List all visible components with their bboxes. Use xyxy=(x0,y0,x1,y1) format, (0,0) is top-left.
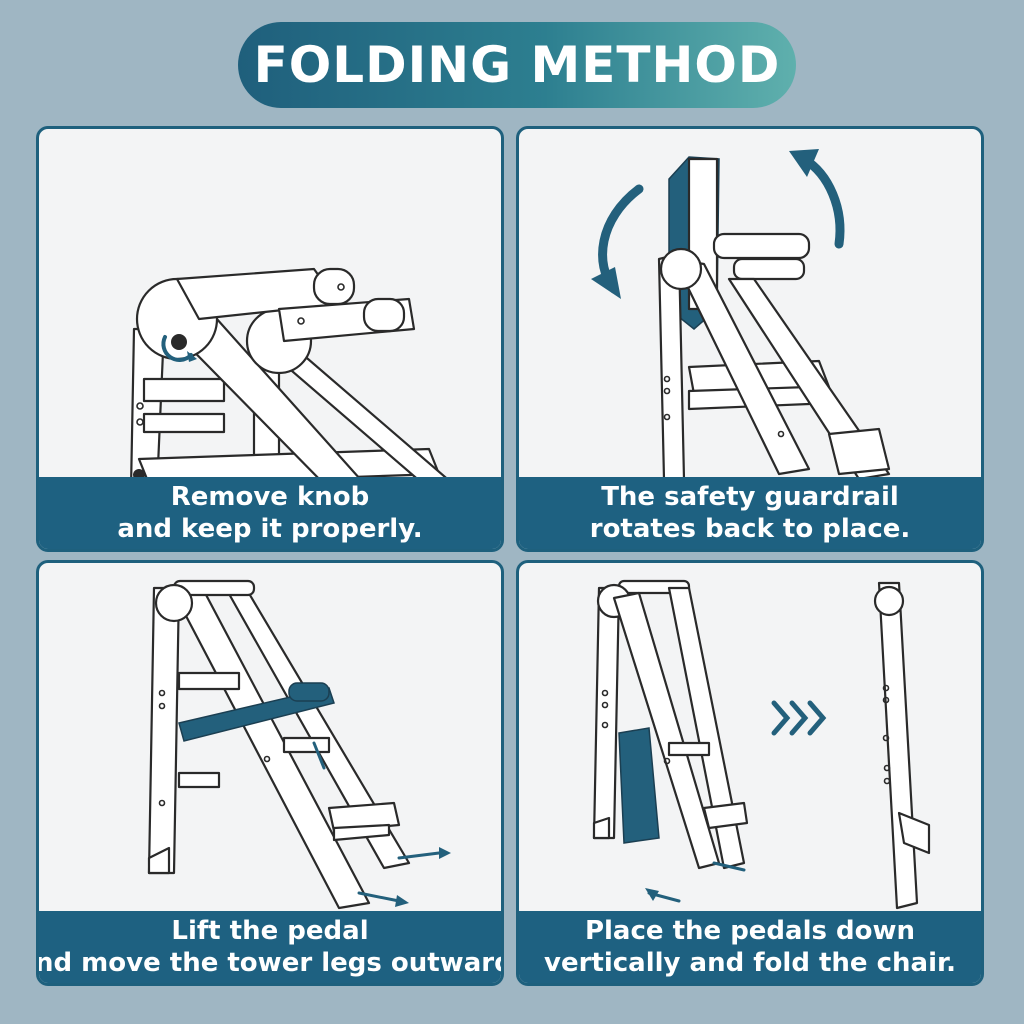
step-2-caption: The safety guardrail rotates back to pla… xyxy=(519,477,981,549)
step-1-caption-line-1: Remove knob xyxy=(170,482,370,512)
step-4-caption-line-2: vertically and fold the chair. xyxy=(544,948,956,978)
step-4-illustration xyxy=(592,579,931,910)
step-2-illustration xyxy=(591,149,891,479)
step-panel-3: Lift the pedal and move the tower legs o… xyxy=(36,560,504,986)
step-panel-1: Remove knob and keep it properly. xyxy=(36,126,504,552)
step-panel-2: The safety guardrail rotates back to pla… xyxy=(516,126,984,552)
title-banner: FOLDING METHOD xyxy=(238,22,796,108)
step-2-caption-line-1: The safety guardrail xyxy=(601,482,899,512)
chevron-right-triple-icon xyxy=(771,700,827,736)
step-3-illustration xyxy=(147,579,451,910)
step-3-caption-line-2: and move the tower legs outward. xyxy=(36,948,504,978)
step-1-caption-line-2: and keep it properly. xyxy=(117,514,423,544)
step-panel-4: Place the pedals down vertically and fol… xyxy=(516,560,984,986)
step-2-caption-line-2: rotates back to place. xyxy=(589,514,911,544)
step-4-caption: Place the pedals down vertically and fol… xyxy=(519,911,981,983)
step-1-caption: Remove knob and keep it properly. xyxy=(39,477,501,549)
step-4-caption-line-1: Place the pedals down xyxy=(584,916,916,946)
step-3-caption-line-1: Lift the pedal xyxy=(171,916,369,946)
step-1-illustration xyxy=(130,267,450,479)
step-3-caption: Lift the pedal and move the tower legs o… xyxy=(39,911,501,983)
page-title: FOLDING METHOD xyxy=(253,36,781,94)
